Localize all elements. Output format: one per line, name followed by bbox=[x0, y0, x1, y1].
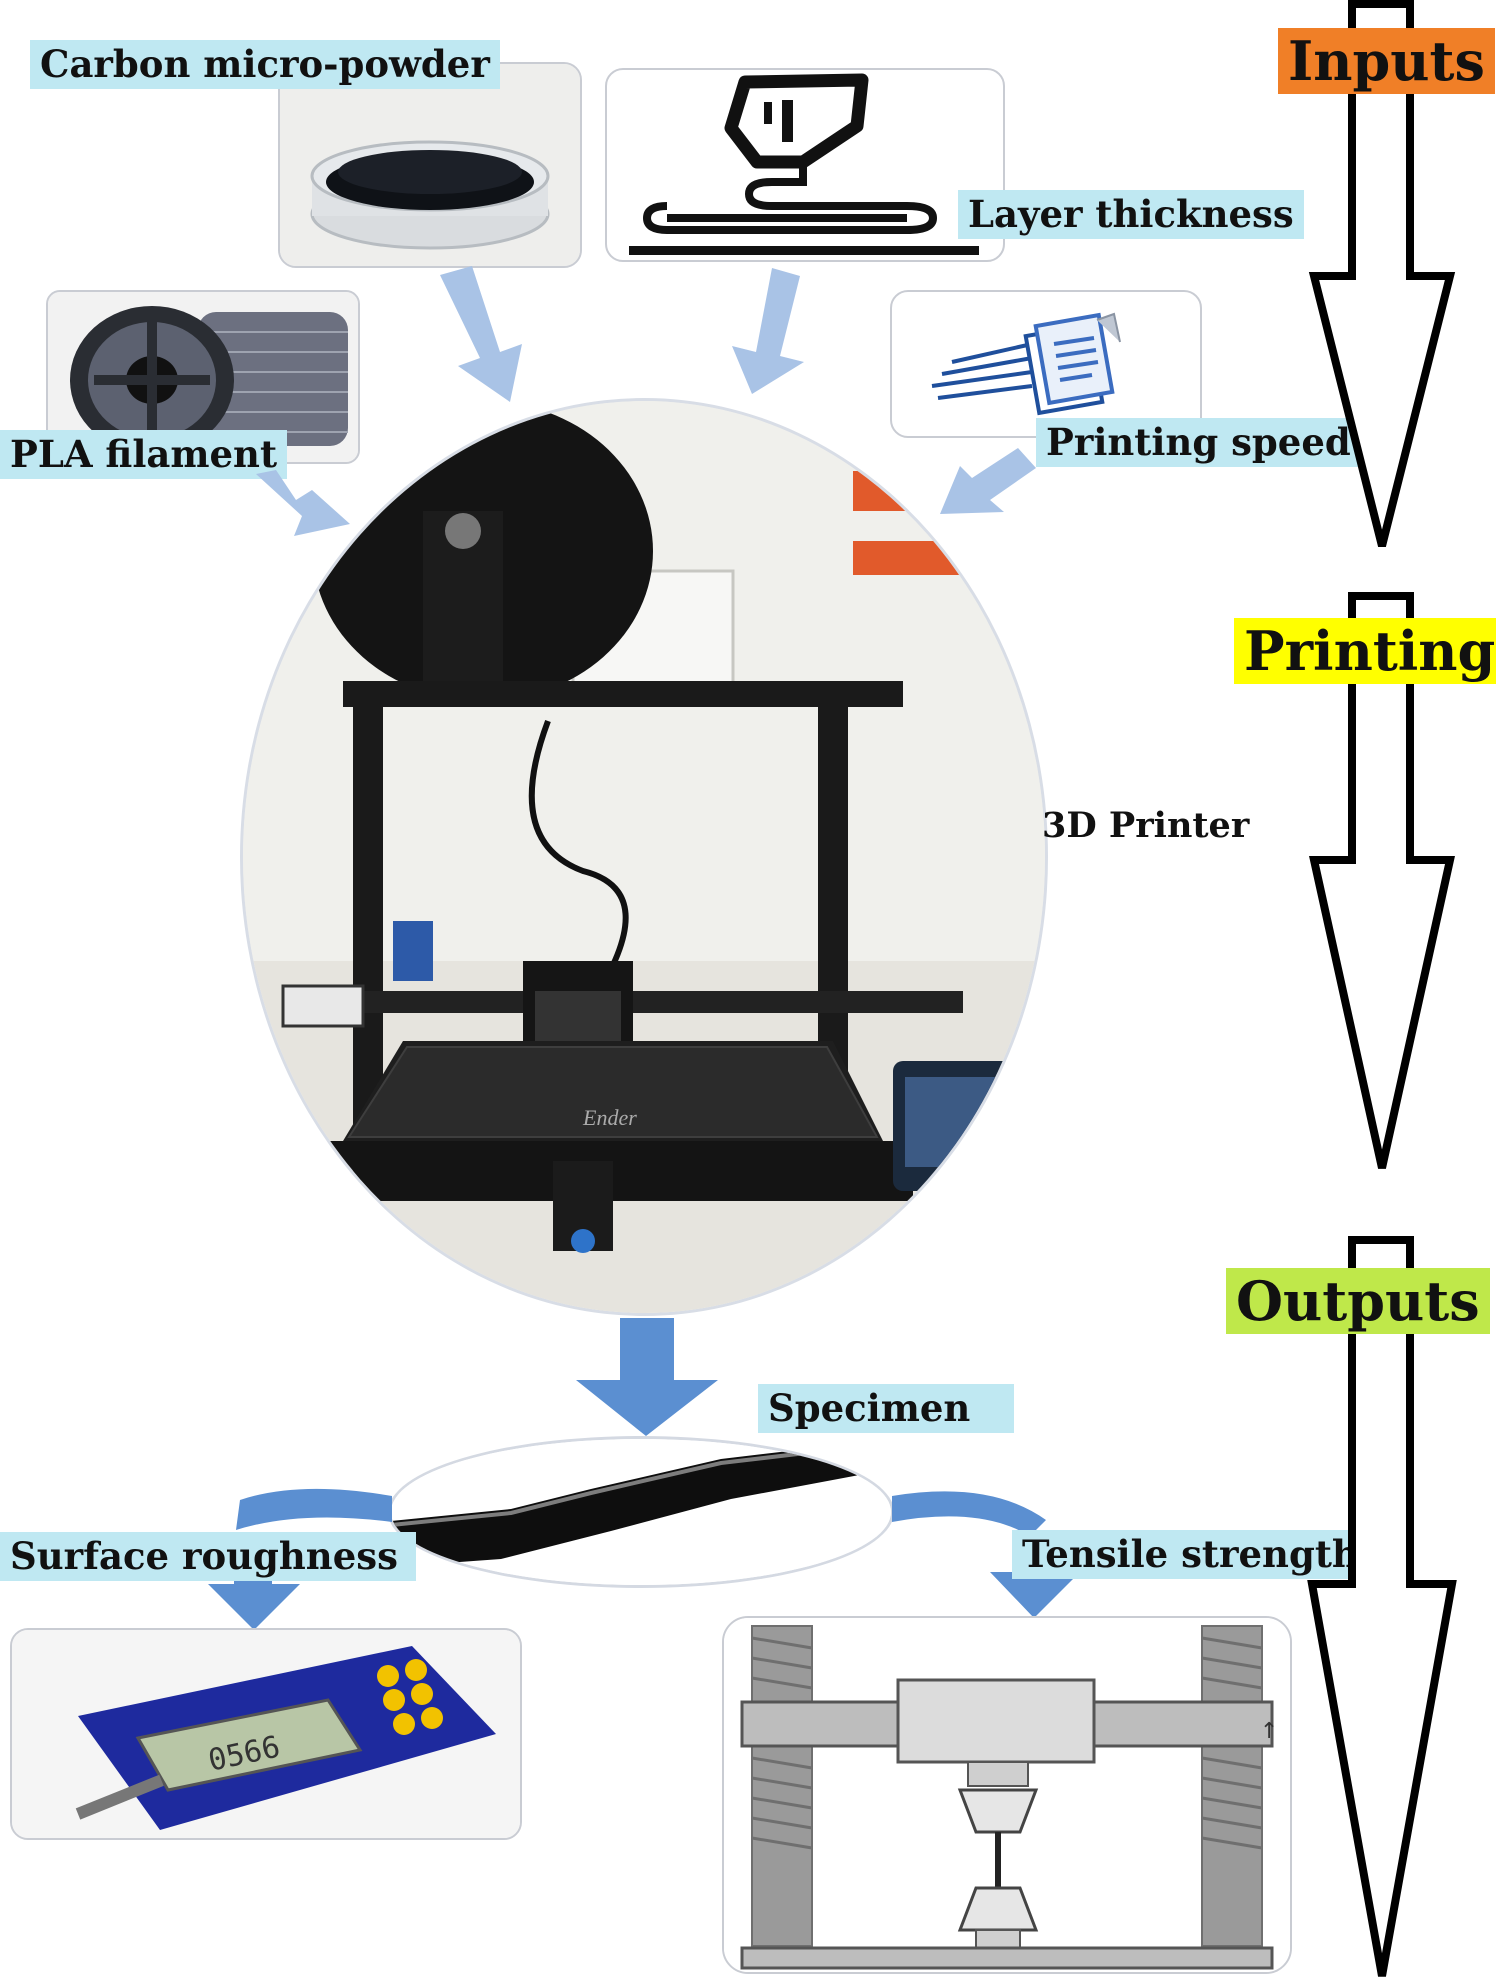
layer-thickness-label: Layer thickness bbox=[958, 190, 1304, 239]
tensile-strength-label: Tensile strength bbox=[1012, 1530, 1373, 1579]
stage-arrow-outputs bbox=[1307, 1236, 1457, 1977]
arrow-layer bbox=[732, 268, 804, 394]
printing-speed-icon bbox=[931, 312, 1121, 416]
specimen-image bbox=[391, 1439, 891, 1585]
printer-photo: Ender bbox=[243, 401, 1045, 1313]
svg-text:Ender: Ender bbox=[582, 1105, 637, 1130]
specimen-oval bbox=[388, 1436, 894, 1588]
svg-text:↑: ↑ bbox=[1260, 1719, 1278, 1744]
specimen-label: Specimen bbox=[758, 1384, 1015, 1433]
layer-thickness-card bbox=[605, 68, 1005, 262]
roughness-tester-card: 0566 bbox=[10, 1628, 522, 1840]
arrow-speed bbox=[940, 448, 1036, 514]
surface-roughness-label: Surface roughness bbox=[0, 1532, 416, 1581]
stage-outputs-label: Outputs bbox=[1226, 1268, 1490, 1334]
arrow-to-roughness-head bbox=[208, 1560, 300, 1630]
roughness-tester-image: 0566 bbox=[12, 1630, 520, 1838]
arrow-carbon bbox=[440, 266, 522, 402]
stage-printing-label: Printing bbox=[1234, 618, 1496, 684]
carbon-powder-label: Carbon micro-powder bbox=[30, 40, 500, 89]
carbon-powder-image bbox=[280, 64, 580, 266]
pla-filament-image bbox=[48, 292, 358, 462]
printing-speed-card bbox=[890, 290, 1202, 438]
tensile-tester-image: ↑ bbox=[724, 1618, 1290, 1972]
pla-filament-label: PLA filament bbox=[0, 430, 288, 479]
carbon-powder-card bbox=[278, 62, 582, 268]
printer-label: 3D Printer bbox=[1042, 805, 1250, 846]
arrow-pla bbox=[256, 470, 350, 536]
stage-inputs-label: Inputs bbox=[1278, 28, 1495, 94]
arrow-to-roughness-top bbox=[236, 1488, 392, 1530]
arrow-to-tensile-top bbox=[892, 1491, 1046, 1536]
printing-speed-label: Printing speed bbox=[1036, 418, 1361, 467]
printer-photo-oval: Ender bbox=[240, 398, 1048, 1316]
tensile-tester-card: ↑ bbox=[722, 1616, 1292, 1974]
layer-thickness-icon bbox=[629, 73, 979, 255]
